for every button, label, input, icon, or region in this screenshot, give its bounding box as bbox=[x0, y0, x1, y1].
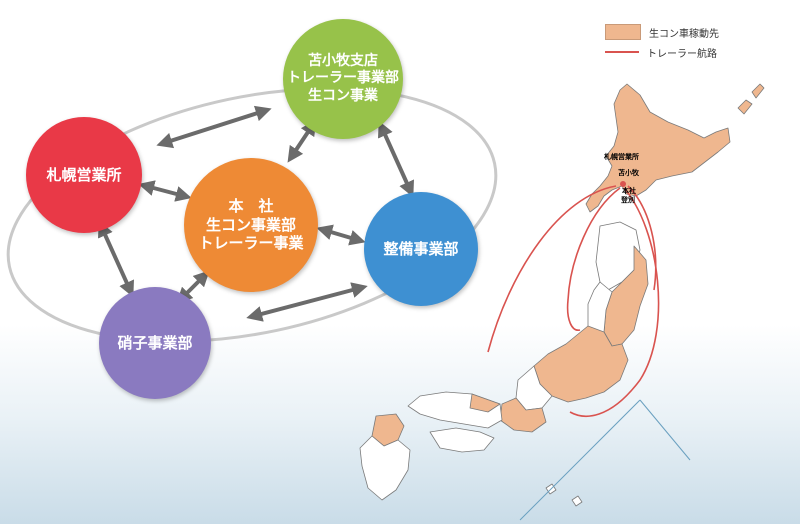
node-tomakomai-branch: 苫小牧支店 トレーラー事業部 生コン事業 bbox=[283, 19, 403, 139]
map-label-sapporo: 札幌営業所 bbox=[604, 153, 639, 161]
map-legend: 生コン車稼動先 トレーラー航路 bbox=[605, 22, 719, 62]
node-tomakomai-line-1: 苫小牧支店 bbox=[308, 52, 378, 69]
arrow-sapporo-honsha bbox=[138, 180, 192, 202]
node-tomakomai-line-3: 生コン事業 bbox=[308, 87, 378, 104]
map-label-tomakomai: 苫小牧 bbox=[618, 169, 639, 177]
map-label-honsha-2: 登別 bbox=[621, 196, 635, 204]
northern-islands bbox=[737, 83, 765, 115]
network-ring bbox=[6, 87, 498, 343]
node-head-office: 本 社 生コン事業部 トレーラー事業 bbox=[184, 158, 318, 292]
route-pacific bbox=[569, 187, 660, 417]
node-glass-division: 硝子事業部 bbox=[99, 287, 211, 399]
japan-map bbox=[359, 83, 765, 507]
route-west-coast bbox=[487, 185, 617, 353]
chugoku-orange bbox=[469, 393, 501, 413]
hokkaido bbox=[585, 83, 731, 213]
map-inset-lines bbox=[519, 399, 691, 521]
tomakomai-marker bbox=[620, 181, 626, 187]
arrow-tomakomai-seibi bbox=[378, 120, 414, 198]
arrow-honsha-seibi bbox=[316, 224, 366, 246]
legend-route-label: トレーラー航路 bbox=[647, 48, 717, 60]
node-honsha-line-3: トレーラー事業 bbox=[198, 234, 304, 253]
route-east bbox=[627, 185, 657, 291]
connection-arrows bbox=[98, 105, 414, 322]
kyushu bbox=[359, 435, 411, 501]
node-maintenance-division: 整備事業部 bbox=[364, 192, 478, 306]
southern-islands bbox=[545, 483, 583, 507]
route-inner bbox=[566, 187, 621, 331]
legend-area-label: 生コン車稼動先 bbox=[649, 28, 719, 40]
arrow-shoshi-seibi bbox=[246, 282, 368, 322]
node-sapporo-label: 札幌営業所 bbox=[46, 165, 122, 184]
central-honshu bbox=[533, 325, 629, 403]
legend-route-row: トレーラー航路 bbox=[605, 42, 719, 62]
shikoku bbox=[429, 427, 495, 453]
node-honsha-line-2: 生コン事業部 bbox=[205, 215, 296, 234]
arrow-honsha-shoshi bbox=[176, 270, 210, 304]
node-honsha-line-1: 本 社 bbox=[228, 196, 274, 215]
arrow-sapporo-shoshi bbox=[98, 220, 134, 298]
arrow-sapporo-tomakomai bbox=[156, 105, 272, 149]
node-shoshi-label: 硝子事業部 bbox=[117, 333, 193, 352]
map-label-honsha-1: 本社 bbox=[622, 187, 636, 195]
kansai bbox=[499, 397, 547, 433]
legend-route-line bbox=[605, 51, 639, 53]
arrow-tomakomai-honsha bbox=[287, 119, 317, 163]
node-tomakomai-line-2: トレーラー事業部 bbox=[287, 70, 399, 87]
node-seibi-label: 整備事業部 bbox=[383, 239, 459, 258]
legend-area-row: 生コン車稼動先 bbox=[605, 22, 719, 42]
trailer-routes bbox=[487, 185, 660, 417]
node-sapporo-office: 札幌営業所 bbox=[26, 117, 142, 233]
legend-area-swatch bbox=[605, 24, 641, 40]
